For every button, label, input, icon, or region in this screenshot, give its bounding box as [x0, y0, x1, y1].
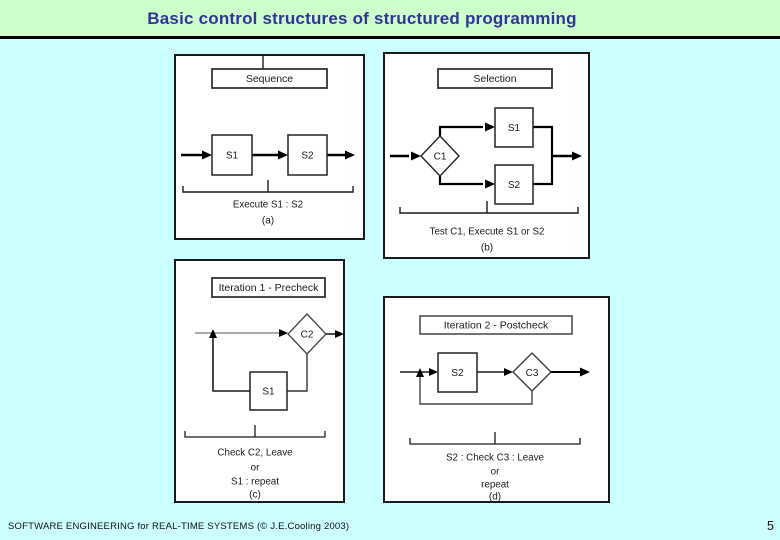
title-box: Selection: [437, 68, 553, 89]
caption-bracket: [184, 425, 326, 438]
iteration-postcheck-diagram: Iteration 2 - Postcheck S2 C3: [383, 296, 610, 503]
panel-caption: Test C1, Execute S1 or S2: [430, 226, 545, 237]
arrowhead-icons: [416, 367, 590, 377]
panel-caption-line: Check C2, Leave: [217, 447, 293, 458]
title-box-label: Sequence: [246, 73, 293, 85]
decision-diamond-c1: C1: [420, 134, 460, 178]
panel-letter: (b): [481, 243, 493, 254]
process-box-label: S1: [226, 151, 239, 162]
panel-border: [383, 52, 590, 259]
page-number: 5: [767, 519, 774, 533]
decision-label: C1: [434, 152, 447, 163]
panel-sequence: Sequence S1 S2: [174, 54, 365, 240]
title-box-label: Selection: [473, 73, 516, 85]
arrowhead-icons: [202, 150, 355, 160]
arrowhead-icons: [411, 122, 582, 189]
title-box: Iteration 1 - Precheck: [211, 277, 326, 298]
panel-caption-line: repeat: [481, 479, 509, 490]
panel-iteration-precheck: Iteration 1 - Precheck C2 S1: [174, 259, 345, 503]
title-box: Sequence: [211, 68, 328, 89]
process-box-label: S1: [508, 123, 521, 134]
flow-lines: [390, 125, 574, 186]
process-box-s2: S2: [437, 352, 478, 393]
slide-title: Basic control structures of structured p…: [147, 9, 577, 28]
panel-caption-line: S1 : repeat: [231, 476, 279, 487]
process-box-s2: S2: [494, 164, 534, 205]
process-box-label: S2: [508, 180, 521, 191]
decision-diamond-c3: C3: [512, 352, 552, 392]
title-box: Iteration 2 - Postcheck: [419, 315, 573, 335]
slide-header: Basic control structures of structured p…: [0, 0, 780, 36]
title-box-label: Iteration 1 - Precheck: [219, 282, 320, 294]
selection-diagram: Selection C1 S1: [383, 52, 590, 259]
caption-bracket: [409, 432, 581, 445]
process-box-label: S2: [451, 368, 464, 379]
process-box-s2: S2: [287, 134, 328, 176]
panel-letter: (a): [262, 216, 274, 227]
process-box-s1: S1: [494, 107, 534, 148]
panel-letter: (d): [489, 492, 501, 503]
panel-iteration-postcheck: Iteration 2 - Postcheck S2 C3: [383, 296, 610, 503]
panel-caption-line: S2 : Check C3 : Leave: [446, 452, 545, 463]
panel-border: [174, 54, 365, 240]
panel-caption: Execute S1 : S2: [233, 199, 303, 210]
caption-bracket: [399, 201, 579, 214]
panel-border: [383, 296, 610, 503]
arrowhead-icons: [209, 329, 344, 338]
process-box-label: S1: [262, 387, 275, 398]
process-box-s1: S1: [249, 371, 288, 411]
panel-selection: Selection C1 S1: [383, 52, 590, 259]
iteration-precheck-diagram: Iteration 1 - Precheck C2 S1: [174, 259, 345, 503]
sequence-diagram: Sequence S1 S2: [174, 54, 365, 240]
title-box-label: Iteration 2 - Postcheck: [444, 320, 549, 332]
decision-label: C2: [301, 330, 314, 341]
process-box-s1: S1: [211, 134, 253, 176]
decision-diamond-c2: C2: [287, 313, 327, 355]
flow-lines: [400, 371, 582, 405]
panel-letter: (c): [249, 490, 261, 501]
decision-label: C3: [526, 368, 539, 379]
panel-caption-line: or: [491, 466, 500, 477]
header-divider: [0, 36, 780, 39]
panel-caption-line: or: [251, 462, 260, 473]
process-box-label: S2: [301, 151, 314, 162]
footer-text: SOFTWARE ENGINEERING for REAL-TIME SYSTE…: [8, 521, 350, 532]
caption-bracket: [182, 180, 354, 193]
panel-border: [174, 259, 345, 503]
flow-lines: [195, 332, 337, 392]
